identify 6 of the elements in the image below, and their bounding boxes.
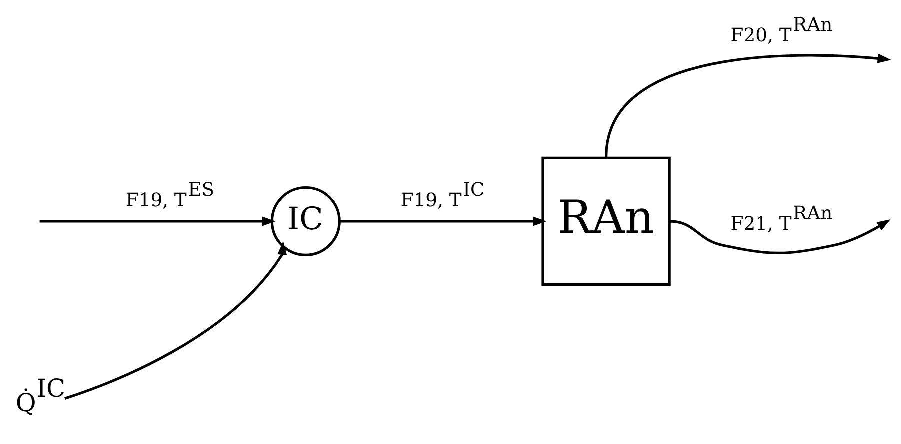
arrow <box>340 216 547 226</box>
arrow <box>670 219 891 254</box>
arrow <box>40 216 276 226</box>
arrow <box>64 241 288 400</box>
node-box: RAn <box>542 156 671 286</box>
arrow <box>605 54 892 158</box>
